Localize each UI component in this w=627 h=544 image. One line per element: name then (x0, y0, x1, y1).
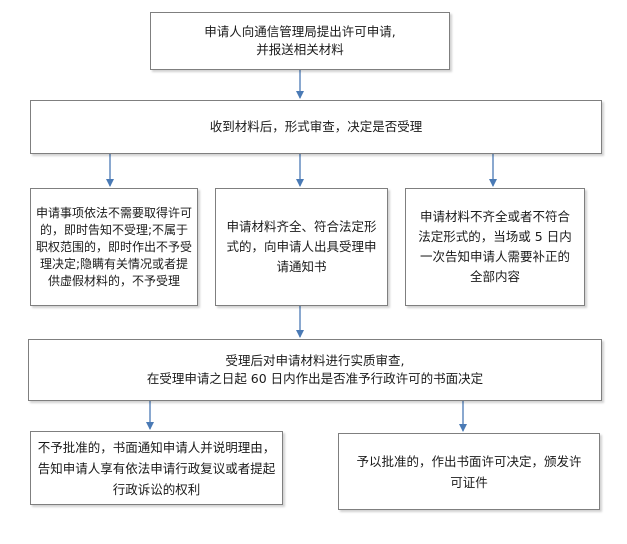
step-accepted-text: 申请材料齐全、符合法定形式的，向申请人出具受理申请通知书 (226, 219, 377, 274)
step-incomplete: 申请材料不齐全或者不符合法定形式的，当场或 5 日内一次告知申请人需要补正的全部… (405, 188, 585, 306)
step-apply: 申请人向通信管理局提出许可申请, 并报送相关材料 (150, 12, 450, 70)
step-apply-line1: 申请人向通信管理局提出许可申请, (204, 24, 396, 39)
step-formal-review-text: 收到材料后，形式审查，决定是否受理 (209, 119, 423, 134)
step-not-required: 申请事项依法不需要取得许可的，即时告知不受理;不属于职权范围的，即时作出不予受理… (30, 188, 198, 306)
step-substantive-review: 受理后对申请材料进行实质审查, 在受理申请之日起 60 日内作出是否准予行政许可… (28, 339, 602, 401)
step-approve-text: 予以批准的，作出书面许可决定，颁发许可证件 (356, 453, 582, 490)
step-substantive-line1: 受理后对申请材料进行实质审查, (225, 353, 405, 368)
step-not-required-text: 申请事项依法不需要取得许可的，即时告知不受理;不属于职权范围的，即时作出不予受理… (36, 205, 193, 288)
step-substantive-line2: 在受理申请之日起 60 日内作出是否准予行政许可的书面决定 (146, 371, 484, 386)
step-formal-review: 收到材料后，形式审查，决定是否受理 (30, 100, 602, 154)
step-reject-text: 不予批准的，书面通知申请人并说明理由，告知申请人享有依法申请行政复议或者提起行政… (37, 439, 276, 497)
step-approve: 予以批准的，作出书面许可决定，颁发许可证件 (338, 433, 600, 510)
step-incomplete-text: 申请材料不齐全或者不符合法定形式的，当场或 5 日内一次告知申请人需要补正的全部… (418, 209, 572, 284)
step-accepted: 申请材料齐全、符合法定形式的，向申请人出具受理申请通知书 (215, 188, 388, 306)
step-apply-line2: 并报送相关材料 (256, 42, 344, 57)
step-reject: 不予批准的，书面通知申请人并说明理由，告知申请人享有依法申请行政复议或者提起行政… (30, 431, 283, 505)
